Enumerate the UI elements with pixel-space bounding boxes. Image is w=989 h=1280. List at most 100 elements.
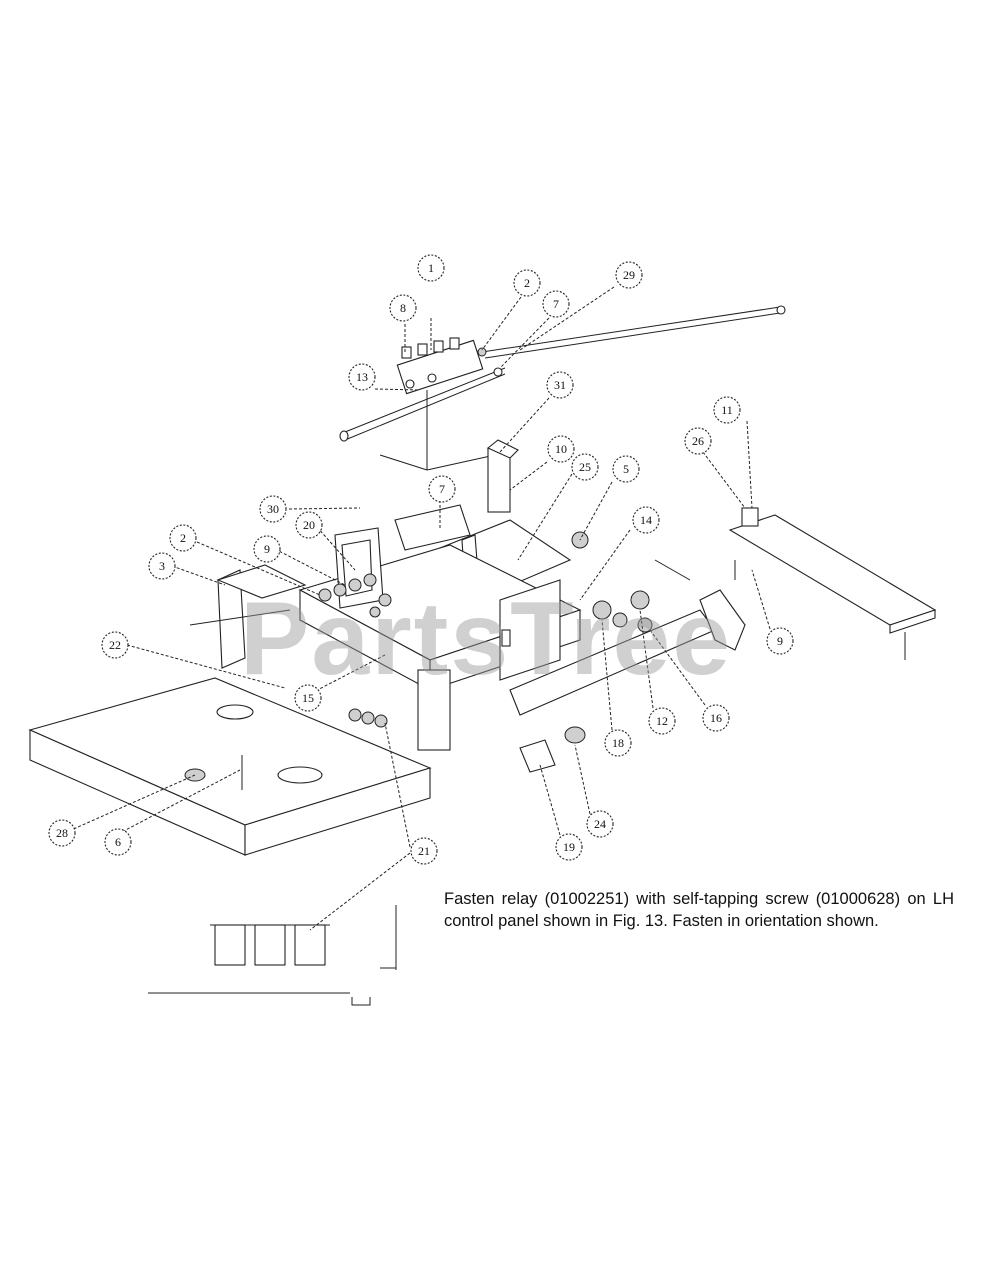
callout-7: 7 bbox=[428, 475, 456, 503]
callout-25: 25 bbox=[571, 453, 599, 481]
callout-label: 2 bbox=[180, 531, 186, 545]
callout-2: 2 bbox=[513, 269, 541, 297]
callout-circle bbox=[586, 810, 614, 838]
callout-circle bbox=[612, 455, 640, 483]
callout-9: 9 bbox=[766, 627, 794, 655]
callout-2: 2 bbox=[169, 524, 197, 552]
callout-label: 9 bbox=[264, 542, 270, 556]
callout-label: 3 bbox=[159, 559, 165, 573]
callout-label: 20 bbox=[303, 518, 315, 532]
callout-circle bbox=[546, 371, 574, 399]
callout-label: 12 bbox=[656, 714, 668, 728]
callout-circle bbox=[632, 506, 660, 534]
callout-10: 10 bbox=[547, 435, 575, 463]
callout-29: 29 bbox=[615, 261, 643, 289]
callout-circle bbox=[604, 729, 632, 757]
callout-circle bbox=[428, 475, 456, 503]
callout-circle bbox=[295, 511, 323, 539]
callout-circle bbox=[101, 631, 129, 659]
left-bracket bbox=[189, 564, 307, 669]
relay-detail bbox=[148, 905, 397, 1006]
callout-circle bbox=[615, 261, 643, 289]
callout-15: 15 bbox=[294, 684, 322, 712]
callout-circle bbox=[571, 453, 599, 481]
callout-circle bbox=[713, 396, 741, 424]
callout-circle bbox=[684, 427, 712, 455]
callout-label: 22 bbox=[109, 638, 121, 652]
callout-label: 25 bbox=[579, 460, 591, 474]
callout-20: 20 bbox=[295, 511, 323, 539]
right-arm bbox=[509, 531, 746, 716]
callout-circle bbox=[253, 535, 281, 563]
upper-rod-assembly bbox=[339, 305, 786, 471]
callout-label: 11 bbox=[721, 403, 733, 417]
callout-label: 16 bbox=[710, 711, 722, 725]
callout-label: 7 bbox=[553, 297, 559, 311]
callout-label: 29 bbox=[623, 268, 635, 282]
callout-circle bbox=[259, 495, 287, 523]
callout-7: 7 bbox=[542, 290, 570, 318]
callout-circle bbox=[547, 435, 575, 463]
callout-label: 30 bbox=[267, 502, 279, 516]
callout-12: 12 bbox=[648, 707, 676, 735]
switch-cluster bbox=[318, 573, 392, 618]
callout-circle bbox=[648, 707, 676, 735]
callout-circle bbox=[104, 828, 132, 856]
callout-circle bbox=[48, 819, 76, 847]
callout-label: 15 bbox=[302, 691, 314, 705]
callout-31: 31 bbox=[546, 371, 574, 399]
callout-3: 3 bbox=[148, 552, 176, 580]
callout-circle bbox=[766, 627, 794, 655]
callout-circle bbox=[417, 254, 445, 282]
callout-label: 10 bbox=[555, 442, 567, 456]
callout-16: 16 bbox=[702, 704, 730, 732]
callout-18: 18 bbox=[604, 729, 632, 757]
callout-1: 1 bbox=[417, 254, 445, 282]
callout-circle bbox=[169, 524, 197, 552]
callout-21: 21 bbox=[410, 837, 438, 865]
callout-11: 11 bbox=[713, 396, 741, 424]
callout-label: 9 bbox=[777, 634, 783, 648]
callout-label: 5 bbox=[623, 462, 629, 476]
callout-label: 14 bbox=[640, 513, 652, 527]
right-rail-assembly bbox=[728, 507, 937, 660]
callout-circle bbox=[148, 552, 176, 580]
callout-6: 6 bbox=[104, 828, 132, 856]
callout-label: 21 bbox=[418, 844, 430, 858]
callout-circle bbox=[410, 837, 438, 865]
callout-label: 26 bbox=[692, 434, 704, 448]
callout-label: 24 bbox=[594, 817, 606, 831]
callout-circle bbox=[555, 833, 583, 861]
callout-13: 13 bbox=[348, 363, 376, 391]
small-parts bbox=[348, 708, 586, 773]
assembly-note: Fasten relay (01002251) with self-tappin… bbox=[444, 890, 954, 930]
callout-circle bbox=[294, 684, 322, 712]
callout-9: 9 bbox=[253, 535, 281, 563]
callout-26: 26 bbox=[684, 427, 712, 455]
leader-lines bbox=[68, 286, 771, 931]
callout-30: 30 bbox=[259, 495, 287, 523]
callout-label: 6 bbox=[115, 835, 121, 849]
callout-circle bbox=[542, 290, 570, 318]
callout-label: 7 bbox=[439, 482, 445, 496]
callout-label: 2 bbox=[524, 276, 530, 290]
callout-label: 31 bbox=[554, 378, 566, 392]
callout-19: 19 bbox=[555, 833, 583, 861]
callout-28: 28 bbox=[48, 819, 76, 847]
callout-14: 14 bbox=[632, 506, 660, 534]
callout-5: 5 bbox=[612, 455, 640, 483]
callout-circle bbox=[389, 294, 417, 322]
callout-22: 22 bbox=[101, 631, 129, 659]
callout-label: 18 bbox=[612, 736, 624, 750]
callout-label: 13 bbox=[356, 370, 368, 384]
base-plate bbox=[28, 677, 432, 856]
callout-24: 24 bbox=[586, 810, 614, 838]
callout-label: 19 bbox=[563, 840, 575, 854]
callout-8: 8 bbox=[389, 294, 417, 322]
callout-circle bbox=[348, 363, 376, 391]
callout-label: 1 bbox=[428, 261, 434, 275]
callout-circle bbox=[702, 704, 730, 732]
callout-circle bbox=[513, 269, 541, 297]
